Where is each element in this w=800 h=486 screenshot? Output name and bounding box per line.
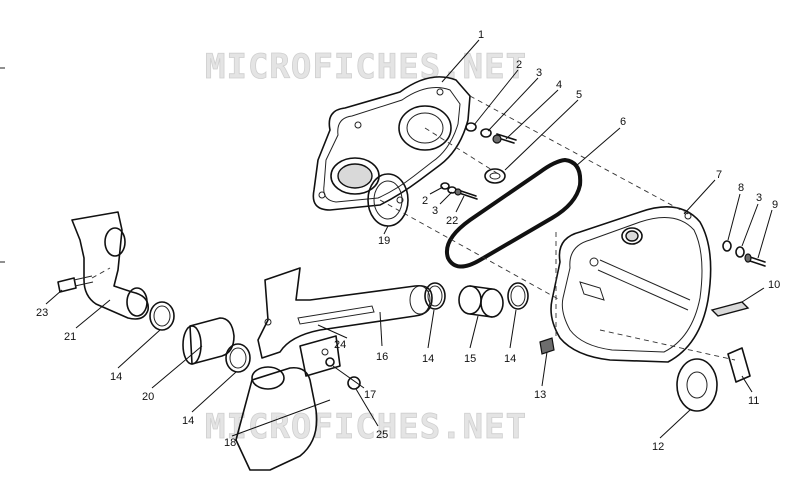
watermark-bottom: MICROFICHES.NET xyxy=(205,407,527,447)
outer-cover xyxy=(550,206,712,363)
boot-screw xyxy=(57,275,94,293)
callout-14-b: 14 xyxy=(504,353,516,365)
callout-1: 1 xyxy=(478,29,484,41)
callout-2-lower: 2 xyxy=(422,195,428,207)
callout-9: 9 xyxy=(772,199,778,211)
leader-lines xyxy=(45,39,773,439)
callout-4: 4 xyxy=(556,79,562,91)
inner-cover xyxy=(312,76,471,211)
inlet-boot xyxy=(71,211,149,320)
callout-14-c: 14 xyxy=(182,415,194,427)
grommet xyxy=(539,337,555,355)
callout-7: 7 xyxy=(716,169,722,181)
callout-11: 11 xyxy=(748,395,759,407)
callout-12: 12 xyxy=(652,441,664,453)
gasket-ring xyxy=(676,358,718,412)
callout-16: 16 xyxy=(376,351,388,363)
callout-19: 19 xyxy=(378,235,390,247)
callout-14-a: 14 xyxy=(422,353,434,365)
callout-25: 25 xyxy=(376,429,388,441)
washer-bolt-set-right xyxy=(722,240,766,267)
lower-duct xyxy=(235,366,318,471)
assembly-line-screw xyxy=(91,267,111,279)
callout-23: 23 xyxy=(36,307,48,319)
callout-5: 5 xyxy=(576,89,582,101)
hose-assembly-left xyxy=(149,301,251,373)
callouts: 1 2 3 4 5 6 7 8 3 9 10 11 12 13 14 15 14… xyxy=(36,29,780,453)
grommet-small xyxy=(347,376,361,390)
callout-21: 21 xyxy=(64,331,76,343)
callout-3: 3 xyxy=(536,67,542,79)
callout-3-right: 3 xyxy=(756,192,762,204)
bracket-clip xyxy=(710,301,750,317)
drive-belt xyxy=(445,157,583,269)
callout-10: 10 xyxy=(768,279,780,291)
watermark-top: MICROFICHES.NET xyxy=(205,47,527,87)
callout-24: 24 xyxy=(334,339,346,351)
assembly-lines xyxy=(379,95,736,361)
intake-duct xyxy=(257,267,433,377)
callout-14-d: 14 xyxy=(110,371,122,383)
plate xyxy=(727,347,751,383)
callout-20: 20 xyxy=(142,391,154,403)
callout-18: 18 xyxy=(224,437,236,449)
callout-2: 2 xyxy=(516,59,522,71)
washer-bolt-set-lower xyxy=(440,182,478,200)
callout-15: 15 xyxy=(464,353,476,365)
callout-3-lower: 3 xyxy=(432,205,438,217)
callout-22: 22 xyxy=(446,215,458,227)
hose-clamps-and-sleeve xyxy=(424,282,529,318)
callout-8: 8 xyxy=(738,182,744,194)
callout-6: 6 xyxy=(620,116,626,128)
screw xyxy=(325,357,335,367)
callout-17: 17 xyxy=(364,389,376,401)
callout-13: 13 xyxy=(534,389,546,401)
washer-bolt-set-upper xyxy=(465,122,517,184)
